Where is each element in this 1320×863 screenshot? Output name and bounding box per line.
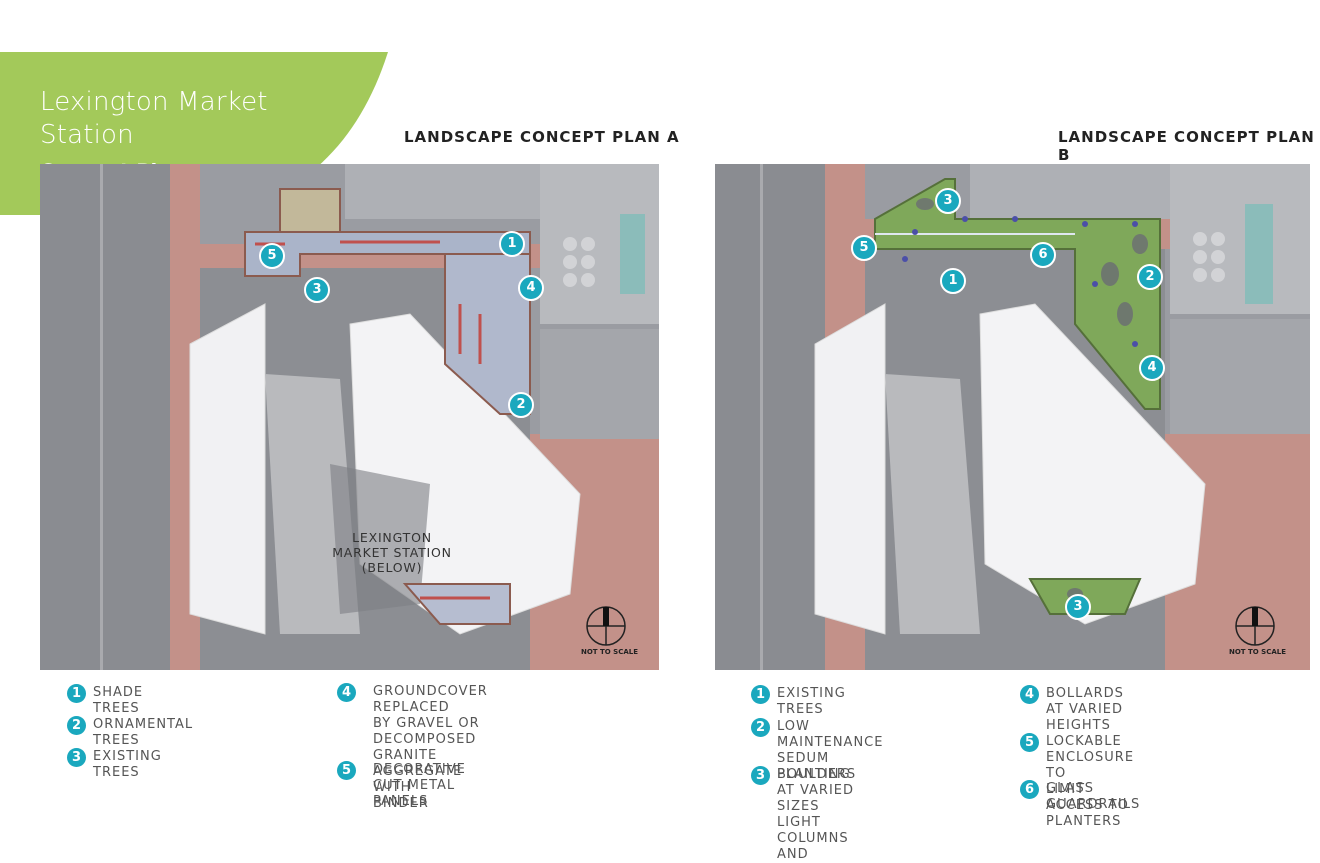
plan-b-marker-1: 1 bbox=[940, 268, 966, 294]
legend-number: 5 bbox=[1020, 733, 1039, 752]
plan-a-title: LANDSCAPE CONCEPT PLAN A bbox=[404, 128, 680, 146]
plan-a-marker-5: 5 bbox=[259, 243, 285, 269]
legend-text: LOW MAINTENANCE SEDUM PLANTING bbox=[777, 719, 884, 782]
plan-a-aerial-image bbox=[40, 164, 659, 670]
legend-a-item-3: 3 EXISTING TREES bbox=[67, 748, 162, 781]
station-label: LEXINGTON MARKET STATION (BELOW) bbox=[332, 530, 452, 575]
scale-note-a: NOT TO SCALE bbox=[581, 648, 639, 656]
plan-a-marker-3: 3 bbox=[304, 277, 330, 303]
plan-a-marker-2: 2 bbox=[508, 392, 534, 418]
legend-a-item-2: 2 ORNAMENTAL TREES bbox=[67, 716, 193, 749]
legend-text: EXISTING TREES bbox=[93, 749, 162, 780]
plan-a-aerial: LEXINGTON MARKET STATION (BELOW) NOT TO … bbox=[40, 164, 659, 670]
plan-b-marker-3b: 3 bbox=[1065, 594, 1091, 620]
legend-number: 5 bbox=[337, 761, 356, 780]
legend-text: GLASS GUARDRAILS bbox=[1046, 781, 1141, 812]
plan-a-marker-1: 1 bbox=[499, 231, 525, 257]
legend-text: BOULDERS AT VARIED SIZES LIGHT COLUMNS A… bbox=[777, 767, 857, 862]
plan-b-marker-6: 6 bbox=[1030, 242, 1056, 268]
legend-text: ORNAMENTAL TREES bbox=[93, 717, 194, 748]
plan-b-aerial-image bbox=[715, 164, 1310, 670]
legend-text: GROUNDCOVER REPLACED BY GRAVEL OR DECOMP… bbox=[373, 684, 488, 811]
legend-b-item-6: 6 GLASS GUARDRAILS bbox=[1020, 780, 1140, 813]
legend-number: 3 bbox=[67, 748, 86, 767]
legend-number: 3 bbox=[751, 766, 770, 785]
legend-number: 4 bbox=[1020, 685, 1039, 704]
plan-b-aerial: NOT TO SCALE 1 2 3 4 5 6 3 bbox=[715, 164, 1310, 670]
legend-text: EXISTING TREES bbox=[777, 686, 846, 717]
plan-a-marker-4: 4 bbox=[518, 275, 544, 301]
plan-b-marker-4: 4 bbox=[1139, 355, 1165, 381]
legend-number: 6 bbox=[1020, 780, 1039, 799]
legend-a-item-4: 4 GROUNDCOVER REPLACED BY GRAVEL OR DECO… bbox=[337, 683, 488, 812]
legend-b-item-2: 2 LOW MAINTENANCE SEDUM PLANTING bbox=[751, 718, 883, 783]
legend-b-item-1: 1 EXISTING TREES bbox=[751, 685, 846, 718]
page-title-line2: Station bbox=[40, 120, 134, 150]
legend-text: DECORATIVE CUT METAL PANELS bbox=[373, 762, 466, 809]
plan-b-marker-3: 3 bbox=[935, 188, 961, 214]
legend-b-item-5: 5 LOCKABLE ENCLOSURE TO LIMIT ACCESS TO … bbox=[1020, 733, 1134, 830]
legend-b-item-4: 4 BOLLARDS AT VARIED HEIGHTS bbox=[1020, 685, 1124, 734]
plan-b-title: LANDSCAPE CONCEPT PLAN B bbox=[1058, 128, 1315, 164]
legend-text: BOLLARDS AT VARIED HEIGHTS bbox=[1046, 686, 1124, 733]
legend-a-item-1: 1 SHADE TREES bbox=[67, 684, 143, 717]
legend-text: LOCKABLE ENCLOSURE TO LIMIT ACCESS TO PL… bbox=[1046, 734, 1135, 829]
legend-a-item-5: 5 DECORATIVE CUT METAL PANELS bbox=[337, 761, 466, 810]
legend-number: 2 bbox=[67, 716, 86, 735]
page-title-line1: Lexington Market bbox=[40, 87, 268, 117]
legend-number: 1 bbox=[67, 684, 86, 703]
legend-b-item-3: 3 BOULDERS AT VARIED SIZES LIGHT COLUMNS… bbox=[751, 766, 856, 863]
legend-number: 2 bbox=[751, 718, 770, 737]
scale-note-b: NOT TO SCALE bbox=[1229, 648, 1287, 656]
legend-number: 1 bbox=[751, 685, 770, 704]
legend-number: 4 bbox=[337, 683, 356, 702]
plan-b-marker-2: 2 bbox=[1137, 264, 1163, 290]
plan-b-marker-5: 5 bbox=[851, 235, 877, 261]
legend-text: SHADE TREES bbox=[93, 685, 144, 716]
